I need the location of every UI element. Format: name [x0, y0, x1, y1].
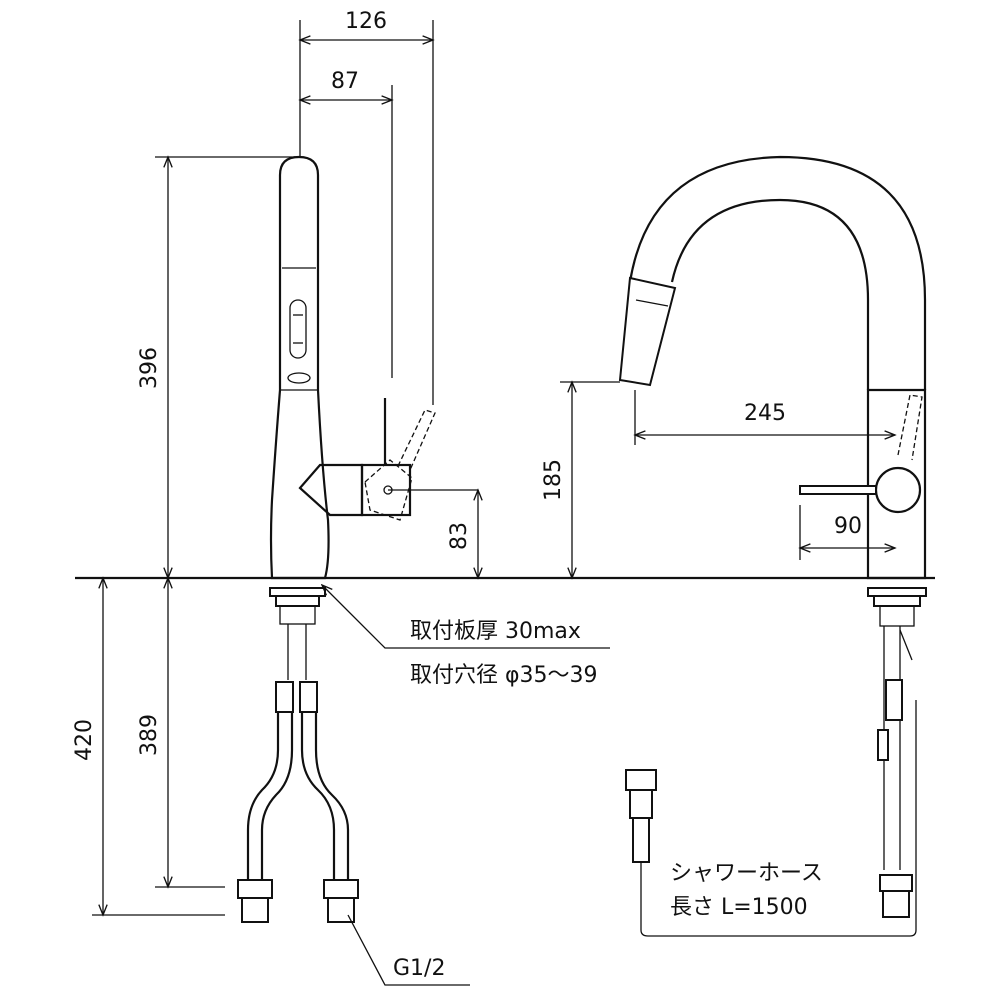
dim-handle-height: 83	[447, 522, 472, 550]
note-shower-hose-length: 長さ L=1500	[670, 895, 808, 920]
dimension-lines	[92, 20, 895, 986]
note-thread: G1/2	[393, 956, 445, 981]
dim-handle-offset: 87	[331, 69, 359, 94]
dim-below-counter-hose: 389	[137, 714, 162, 756]
dim-handle-reach: 126	[345, 9, 387, 34]
note-shower-hose: シャワーホース	[670, 861, 823, 886]
dim-handle-length: 90	[834, 514, 862, 539]
note-mount-hole: 取付穴径 φ35～39	[410, 663, 598, 688]
dim-below-counter-total: 420	[72, 719, 97, 761]
faucet-side-view	[237, 155, 478, 923]
dim-spout-reach: 245	[744, 401, 786, 426]
note-mount-thickness: 取付板厚 30max	[410, 619, 581, 644]
faucet-front-view	[618, 155, 927, 937]
dim-spout-clearance: 185	[541, 459, 566, 501]
dim-total-height: 396	[137, 347, 162, 389]
